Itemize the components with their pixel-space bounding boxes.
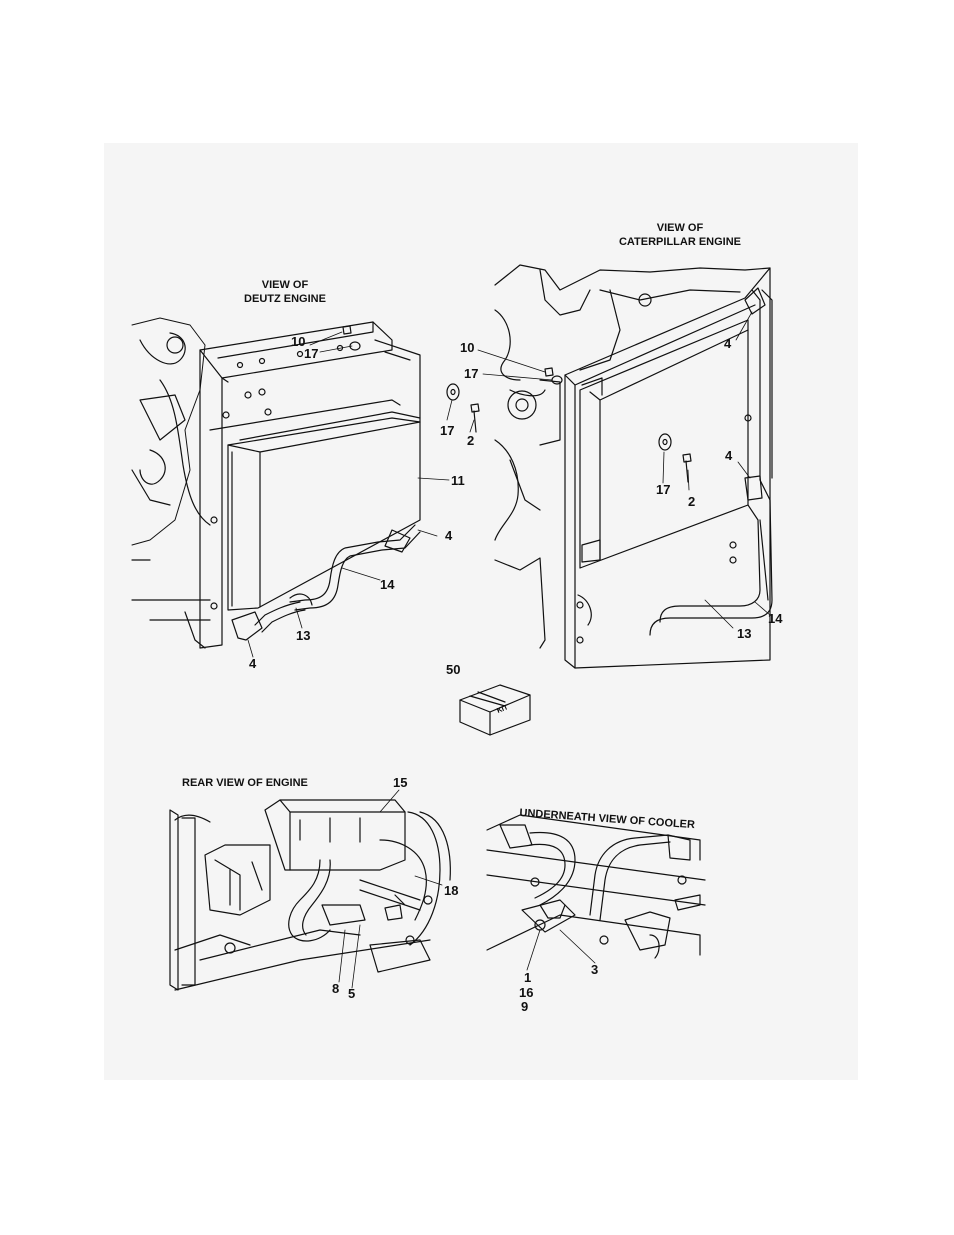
callout-rear-5: 5 (348, 987, 355, 1001)
hardware-parts (343, 326, 691, 482)
callout-cat-13: 13 (737, 627, 751, 641)
callout-kit-50: 50 (446, 663, 460, 677)
callout-deutz-4-lower: 4 (249, 657, 256, 671)
leader-lines (248, 312, 770, 988)
caption-deutz-line1: VIEW OF (205, 278, 365, 292)
callout-rear-15: 15 (393, 776, 407, 790)
kit-box-drawing (460, 685, 530, 735)
callout-cat-17: 17 (656, 483, 670, 497)
underneath-view-drawing (487, 815, 705, 958)
caption-deutz-view: VIEW OF DEUTZ ENGINE (205, 278, 365, 306)
callout-underneath-9: 9 (521, 1000, 528, 1014)
callout-deutz-13: 13 (296, 629, 310, 643)
callout-cat-17-top: 17 (464, 367, 478, 381)
caption-caterpillar-view: VIEW OF CATERPILLAR ENGINE (590, 221, 770, 249)
caption-caterpillar-line1: VIEW OF (590, 221, 770, 235)
callout-cat-4-upper: 4 (724, 337, 731, 351)
callout-underneath-1: 1 (524, 971, 531, 985)
rear-view-drawing (170, 800, 450, 990)
callout-underneath-3: 3 (591, 963, 598, 977)
caption-deutz-line2: DEUTZ ENGINE (205, 292, 365, 306)
callout-deutz-11: 11 (451, 474, 465, 488)
callout-deutz-17-top: 17 (304, 347, 318, 361)
callout-rear-8: 8 (332, 982, 339, 996)
caption-rear-view: REAR VIEW OF ENGINE (182, 776, 308, 790)
caterpillar-view-drawing (495, 265, 772, 668)
callout-deutz-4-upper: 4 (445, 529, 452, 543)
callout-cat-10: 10 (460, 341, 474, 355)
callout-deutz-14: 14 (380, 578, 394, 592)
callout-rear-18: 18 (444, 884, 458, 898)
callout-deutz-2: 2 (467, 434, 474, 448)
callout-cat-14: 14 (768, 612, 782, 626)
callout-deutz-17: 17 (440, 424, 454, 438)
callout-cat-4-lower: 4 (725, 449, 732, 463)
caption-caterpillar-line2: CATERPILLAR ENGINE (590, 235, 770, 249)
deutz-view-drawing (132, 318, 420, 648)
callout-cat-2: 2 (688, 495, 695, 509)
callout-underneath-16: 16 (519, 986, 533, 1000)
